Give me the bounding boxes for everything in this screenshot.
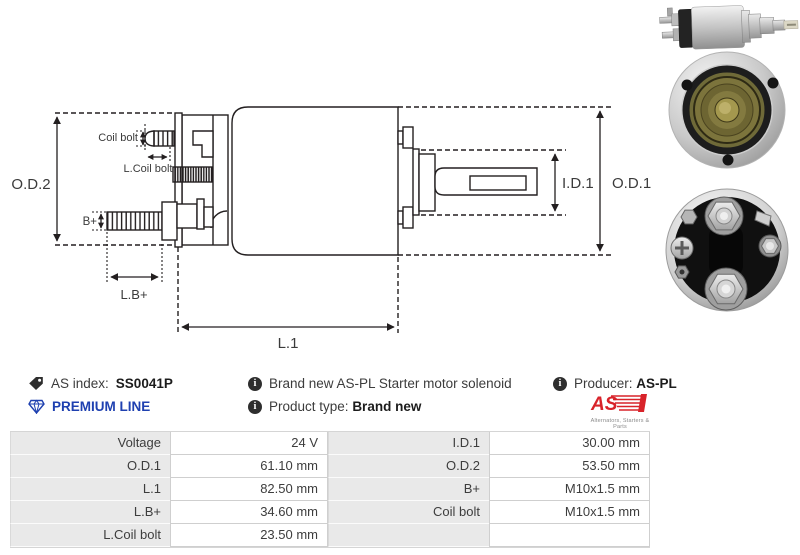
- dim-label-l1: L.1: [278, 335, 299, 352]
- dim-label-od1: O.D.1: [612, 175, 651, 192]
- as-index-label: AS index:: [51, 376, 109, 391]
- spec-value: M10x1.5 mm: [489, 478, 650, 501]
- spec-label: B+: [328, 478, 489, 501]
- spec-value: 24 V: [170, 432, 328, 455]
- spec-value: 82.50 mm: [170, 478, 328, 501]
- as-index-value: SS0041P: [115, 376, 173, 391]
- spec-value: [489, 524, 650, 547]
- product-type-item: i Product type: Brand new: [248, 399, 421, 414]
- spec-value: 30.00 mm: [489, 432, 650, 455]
- spec-value: M10x1.5 mm: [489, 501, 650, 524]
- producer-label: Producer:: [574, 376, 633, 391]
- product-description: Brand new AS-PL Starter motor solenoid: [269, 376, 512, 391]
- spec-value: 61.10 mm: [170, 455, 328, 478]
- premium-line-label: PREMIUM LINE: [52, 399, 151, 414]
- dim-label-od2: O.D.2: [11, 176, 50, 193]
- spec-value: 34.60 mm: [170, 501, 328, 524]
- spec-table: Voltage 24 V I.D.1 30.00 mm O.D.1 61.10 …: [10, 431, 650, 548]
- info-icon: i: [248, 376, 262, 391]
- product-photo-side-view: [659, 5, 799, 50]
- producer-item: i Producer: AS-PL: [553, 376, 677, 391]
- spec-label: O.D.2: [328, 455, 489, 478]
- product-photo-rear-view: [665, 188, 789, 312]
- product-type-value: Brand new: [352, 399, 422, 414]
- svg-text:AS: AS: [590, 394, 618, 413]
- dim-label-id1: I.D.1: [562, 175, 594, 192]
- premium-line-item: PREMIUM LINE: [28, 399, 150, 414]
- diamond-icon: [28, 399, 45, 414]
- dim-label-lcoil-bolt: L.Coil bolt: [124, 163, 173, 175]
- spec-value: 53.50 mm: [489, 455, 650, 478]
- info-icon: i: [248, 399, 262, 414]
- info-icon: i: [553, 376, 567, 391]
- as-index-item: AS index: SS0041P: [28, 376, 173, 391]
- spec-label: L.B+: [10, 501, 170, 524]
- product-photo-front-view: [668, 51, 786, 169]
- dim-label-bplus: B+: [83, 216, 98, 228]
- dim-label-coil-bolt: Coil bolt: [98, 132, 138, 144]
- spec-value: 23.50 mm: [170, 524, 328, 547]
- spec-label: L.1: [10, 478, 170, 501]
- spec-label: Voltage: [10, 432, 170, 455]
- spec-label: O.D.1: [10, 455, 170, 478]
- spec-label: L.Coil bolt: [10, 524, 170, 547]
- technical-diagram: O.D.2 Coil bolt L.Coil bolt B+ L.B+ L.1 …: [11, 106, 651, 352]
- tag-icon: [29, 377, 43, 390]
- as-logo-icon: AS: [590, 394, 647, 415]
- description-item: i Brand new AS-PL Starter motor solenoid: [248, 376, 512, 391]
- product-type-label: Product type:: [269, 399, 349, 414]
- spec-label: [328, 524, 489, 547]
- dim-label-lbplus: L.B+: [120, 287, 147, 302]
- spec-label: I.D.1: [328, 432, 489, 455]
- spec-label: Coil bolt: [328, 501, 489, 524]
- logo-tagline: Alternators, Starters & Parts: [590, 418, 650, 430]
- as-pl-logo: AS Alternators, Starters & Parts: [585, 393, 655, 430]
- producer-value: AS-PL: [636, 376, 677, 391]
